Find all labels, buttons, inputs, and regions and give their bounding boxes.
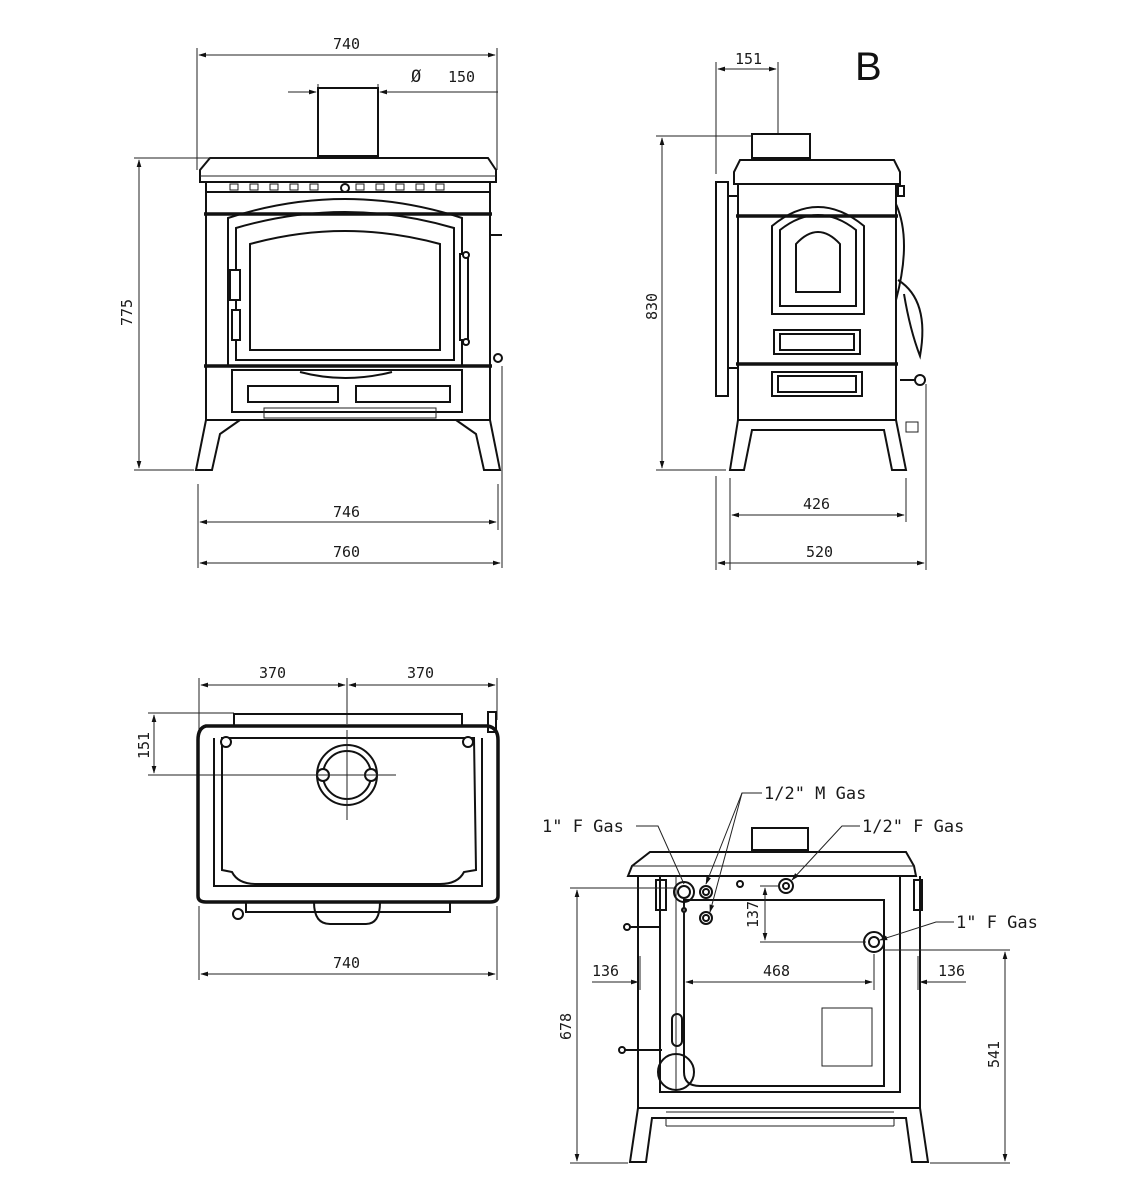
front-height-label: 775 [118,299,136,326]
label-half-f-gas: 1/2" F Gas [862,817,964,837]
side-window [795,231,841,293]
front-base-width-label: 746 [333,503,360,521]
rear-view: 1" F Gas 1/2" M Gas 1/2" F Gas 1" F Gas … [542,784,1038,1164]
flue-pipe [317,87,379,157]
top-flue-offset-label: 151 [135,732,153,759]
dim-541-label: 541 [985,1041,1003,1068]
top-outline [196,724,500,904]
flue-diameter-symbol: Ø [411,67,421,87]
front-overall-width-label: 760 [333,543,360,561]
dim-136-right-label: 136 [938,962,965,980]
side-view: 151 830 [643,50,927,570]
top-right-half-label: 370 [407,664,434,682]
label-1in-f-gas-right: 1" F Gas [956,913,1038,933]
dim-678-label: 678 [557,1013,575,1040]
front-top-width-label: 740 [333,35,360,53]
top-width-label: 740 [333,954,360,972]
side-overall-depth-label: 520 [806,543,833,561]
dim-468-label: 468 [763,962,790,980]
side-height-label: 830 [643,293,661,320]
side-base-depth-label: 426 [803,495,830,513]
view-label: B [855,45,882,89]
front-view: 740 Ø 150 [118,35,503,568]
side-flue-pipe [751,133,811,159]
fire-door-glass [249,230,441,351]
label-1in-f-gas-left: 1" F Gas [542,817,624,837]
label-half-m-gas: 1/2" M Gas [764,784,866,804]
dim-137-label: 137 [744,901,762,928]
dim-136-left-label: 136 [592,962,619,980]
top-plate [199,157,497,183]
top-left-half-label: 370 [259,664,286,682]
top-view: 370 370 151 740 [135,664,500,980]
side-flue-offset-label: 151 [735,50,762,68]
flue-diameter-label: 150 [448,68,475,86]
